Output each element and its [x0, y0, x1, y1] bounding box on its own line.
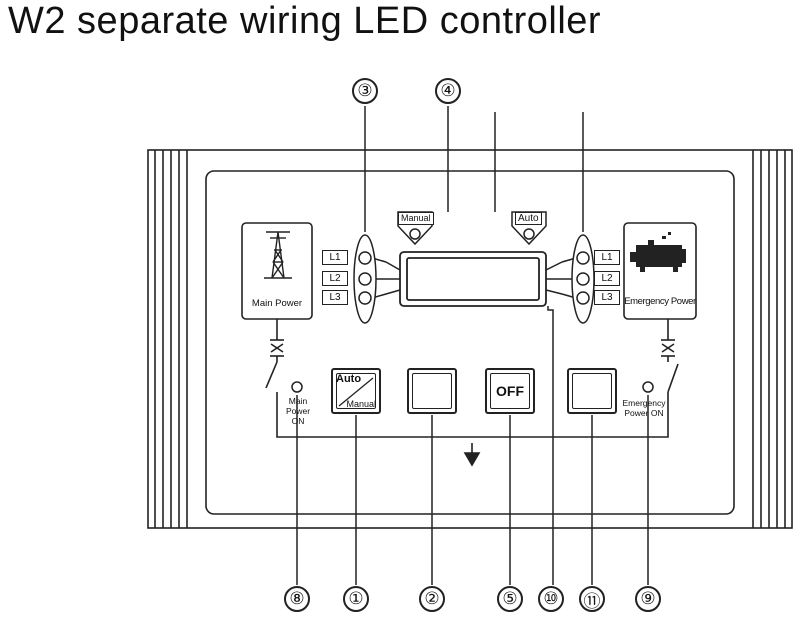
up-button[interactable] — [407, 368, 457, 414]
main-power-on-label: Main Power ON — [282, 396, 314, 426]
manual-label: Manual — [346, 399, 376, 409]
callout-2: ② — [419, 586, 445, 612]
inner-panel — [205, 170, 735, 515]
pylon-icon — [264, 231, 292, 279]
emergency-power-on-line2: Power ON — [624, 408, 664, 418]
emergency-power-label: Emergency Power — [624, 296, 696, 307]
callout-1: ① — [343, 586, 369, 612]
callout-8: ⑧ — [284, 586, 310, 612]
up-button-face — [412, 373, 452, 409]
off-button[interactable]: OFF — [485, 368, 535, 414]
main-power-on-line1: Main — [288, 396, 308, 406]
callout-10: ⑩ — [538, 586, 564, 612]
callout-5: ⑤ — [497, 586, 523, 612]
phase-right-l3: L3 — [594, 290, 620, 305]
auto-label: Auto — [336, 373, 362, 385]
callout-11: ⑪ — [579, 586, 605, 612]
diagonal-divider — [338, 377, 374, 407]
callout-4: ④ — [435, 78, 461, 104]
callout-9: ⑨ — [635, 586, 661, 612]
page-title: W2 separate wiring LED controller — [8, 0, 602, 42]
emergency-power-on-label: Emergency Power ON — [620, 398, 668, 418]
phase-left-l1: L1 — [322, 250, 348, 265]
off-button-face — [490, 373, 530, 409]
down-button[interactable] — [567, 368, 617, 414]
main-power-label: Main Power — [251, 298, 303, 309]
auto-manual-button-face — [336, 373, 376, 409]
emergency-power-on-line1: Emergency — [622, 398, 666, 408]
generator-icon — [630, 232, 686, 272]
down-button-face — [572, 373, 612, 409]
callout-3: ③ — [352, 78, 378, 104]
auto-manual-button[interactable]: Auto Manual — [331, 368, 381, 414]
off-label: OFF — [496, 383, 524, 399]
auto-indicator-label: Auto — [515, 212, 542, 225]
outer-frame — [147, 149, 793, 529]
manual-indicator-label: Manual — [398, 212, 434, 225]
phase-right-l1: L1 — [594, 250, 620, 265]
phase-right-l2: L2 — [594, 271, 620, 286]
phase-left-l3: L3 — [322, 290, 348, 305]
phase-left-l2: L2 — [322, 271, 348, 286]
main-power-on-line2: Power ON — [285, 406, 311, 426]
